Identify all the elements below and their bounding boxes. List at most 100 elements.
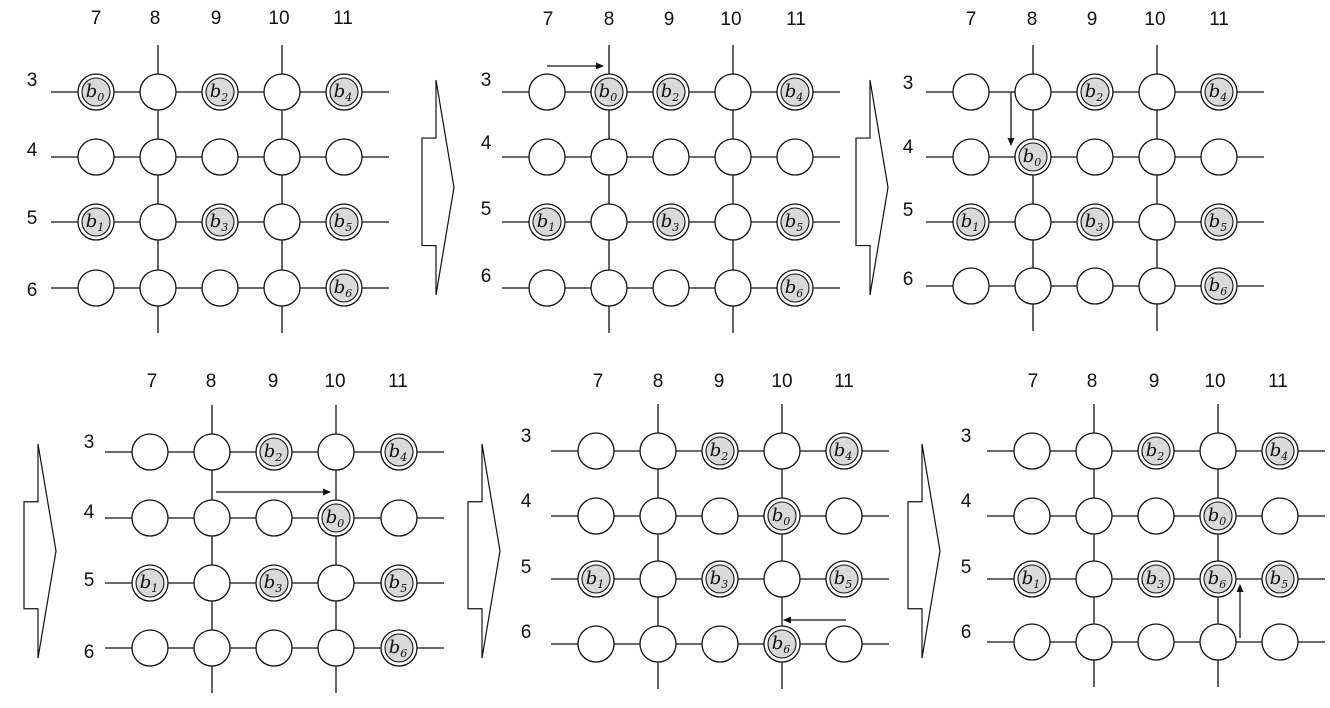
- empty-node: [652, 138, 690, 176]
- qubit-node: b4: [776, 73, 814, 111]
- empty-node: [714, 73, 752, 111]
- qubit-node: b5: [325, 203, 363, 241]
- row-label: 3: [481, 70, 492, 91]
- empty-node: [1013, 432, 1051, 470]
- empty-node: [714, 203, 752, 241]
- qubit-node: b2: [701, 432, 739, 470]
- empty-node: [1200, 138, 1238, 176]
- empty-node: [193, 433, 231, 471]
- empty-node: [1138, 73, 1176, 111]
- column-label: 9: [714, 371, 725, 392]
- column-label: 10: [1204, 371, 1225, 392]
- qubit-inner-disc: [1080, 77, 1110, 107]
- qubit-node: b2: [652, 73, 690, 111]
- qubit-inner-disc: [656, 77, 686, 107]
- column-label: 11: [786, 9, 806, 30]
- qubit-node: b0: [763, 497, 801, 535]
- qubit-inner-disc: [1203, 564, 1233, 594]
- row-label: 5: [521, 557, 532, 578]
- qubit-inner-disc: [581, 564, 611, 594]
- qubit-node: b6: [380, 629, 418, 667]
- empty-node: [193, 564, 231, 602]
- row-label: 4: [27, 140, 38, 161]
- qubit-inner-disc: [259, 437, 289, 467]
- qubit-node: b1: [528, 203, 566, 241]
- empty-node: [701, 625, 739, 663]
- qubit-inner-disc: [205, 77, 235, 107]
- qubit-inner-disc: [780, 273, 810, 303]
- qubit-label: b3: [264, 572, 283, 595]
- qubit-label: b0: [326, 507, 345, 530]
- qubit-label: b4: [334, 81, 353, 104]
- qubit-inner-disc: [259, 568, 289, 598]
- empty-node: [639, 560, 677, 598]
- qubit-inner-disc: [829, 436, 859, 466]
- row-label: 5: [84, 570, 95, 591]
- qubit-inner-disc: [1204, 207, 1234, 237]
- qubit-label: b5: [1209, 211, 1228, 234]
- empty-node: [1075, 623, 1113, 661]
- column-label: 9: [1087, 9, 1098, 30]
- qubit-node: b5: [1200, 203, 1238, 241]
- empty-node: [952, 138, 990, 176]
- empty-node: [1199, 432, 1237, 470]
- empty-node: [139, 138, 177, 176]
- qubit-inner-disc: [780, 207, 810, 237]
- empty-node: [131, 629, 169, 667]
- empty-node: [1013, 497, 1051, 535]
- empty-node: [139, 269, 177, 307]
- step-arrow-icon: [421, 79, 455, 296]
- column-label: 7: [1028, 371, 1039, 392]
- qubit-inner-disc: [829, 564, 859, 594]
- qubit-label: b2: [264, 441, 283, 464]
- column-label: 9: [211, 8, 222, 29]
- empty-node: [763, 560, 801, 598]
- row-label: 4: [481, 133, 492, 154]
- qubit-inner-disc: [780, 77, 810, 107]
- empty-node: [701, 497, 739, 535]
- empty-node: [952, 73, 990, 111]
- empty-node: [952, 267, 990, 305]
- empty-node: [1261, 623, 1299, 661]
- qubit-node: b5: [380, 564, 418, 602]
- qubit-inner-disc: [81, 77, 111, 107]
- qubit-label: b3: [1085, 211, 1104, 234]
- qubit-node: b4: [1261, 432, 1299, 470]
- qubit-label: b6: [785, 277, 804, 300]
- row-label: 5: [481, 199, 492, 220]
- row-label: 4: [521, 491, 532, 512]
- qubit-label: b4: [389, 441, 408, 464]
- qubit-node: b3: [1137, 560, 1175, 598]
- row-label: 6: [903, 269, 914, 290]
- empty-node: [652, 269, 690, 307]
- qubit-inner-disc: [1018, 142, 1048, 172]
- column-label: 8: [1087, 371, 1098, 392]
- qubit-label: b2: [710, 440, 729, 463]
- column-label: 8: [653, 371, 664, 392]
- qubit-inner-disc: [705, 564, 735, 594]
- qubit-label: b6: [334, 277, 353, 300]
- qubit-node: b6: [763, 625, 801, 663]
- row-label: 3: [84, 432, 95, 453]
- qubit-label: b4: [1209, 81, 1228, 104]
- qubit-node: b0: [1199, 497, 1237, 535]
- qubit-node: b5: [776, 203, 814, 241]
- empty-node: [590, 269, 628, 307]
- qubit-node: b4: [825, 432, 863, 470]
- qubit-label: b2: [1085, 81, 1104, 104]
- qubit-label: b6: [389, 637, 408, 660]
- qubit-label: b2: [661, 81, 680, 104]
- qubit-node: b3: [701, 560, 739, 598]
- empty-node: [1137, 623, 1175, 661]
- qubit-label: b3: [710, 568, 729, 591]
- qubit-node: b3: [255, 564, 293, 602]
- qubit-node: b4: [1200, 73, 1238, 111]
- empty-node: [380, 499, 418, 537]
- column-label: 10: [1144, 9, 1165, 30]
- qubit-inner-disc: [384, 633, 414, 663]
- qubit-node: b1: [952, 203, 990, 241]
- column-label: 9: [1149, 371, 1160, 392]
- qubit-label: b5: [334, 211, 353, 234]
- empty-node: [1075, 432, 1113, 470]
